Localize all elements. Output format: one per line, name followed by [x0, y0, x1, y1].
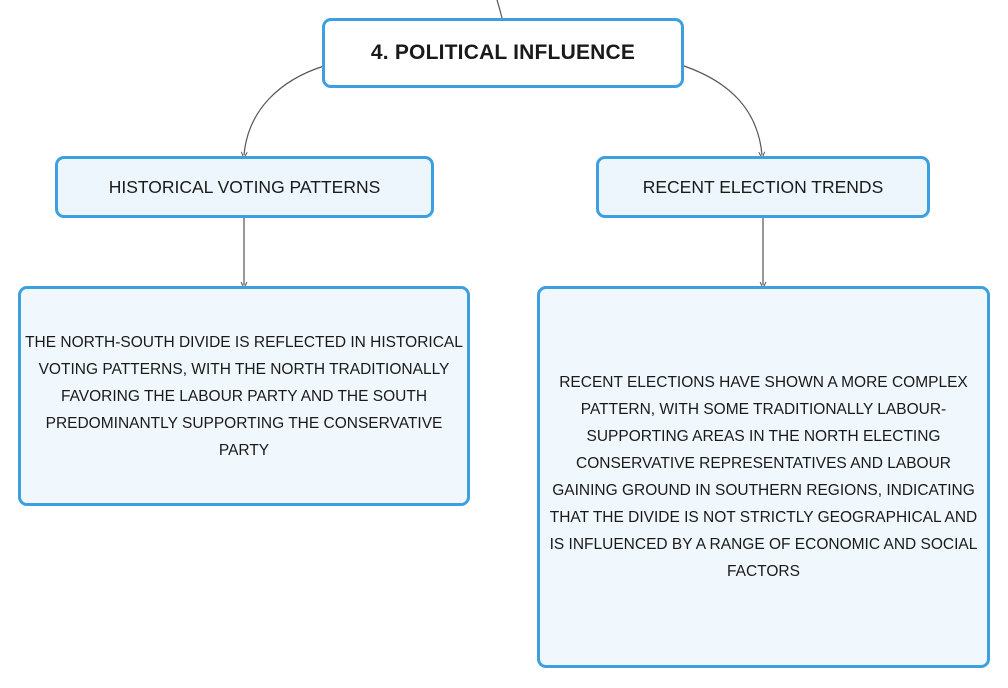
detail-node-historical-voting-patterns[interactable]: THE NORTH-SOUTH DIVIDE IS REFLECTED IN H…	[18, 286, 470, 506]
subtopic-node-historical-voting-patterns[interactable]: HISTORICAL VOTING PATTERNS	[55, 156, 434, 218]
topic-title: 4. POLITICAL INFLUENCE	[370, 41, 636, 64]
topic-node-political-influence[interactable]: 4. POLITICAL INFLUENCE	[322, 18, 684, 88]
subtopic-heading: RECENT ELECTION TRENDS	[642, 176, 884, 197]
connector-title-to-recent	[683, 65, 762, 155]
connector-title-to-historical	[244, 65, 325, 155]
subtopic-node-recent-election-trends[interactable]: RECENT ELECTION TRENDS	[596, 156, 930, 218]
detail-node-recent-election-trends[interactable]: RECENT ELECTIONS HAVE SHOWN A MORE COMPL…	[537, 286, 990, 668]
detail-text: THE NORTH-SOUTH DIVIDE IS REFLECTED IN H…	[25, 333, 463, 459]
connector-from-parent	[496, 0, 503, 19]
subtopic-heading: HISTORICAL VOTING PATTERNS	[108, 176, 381, 197]
detail-text: RECENT ELECTIONS HAVE SHOWN A MORE COMPL…	[549, 374, 978, 580]
